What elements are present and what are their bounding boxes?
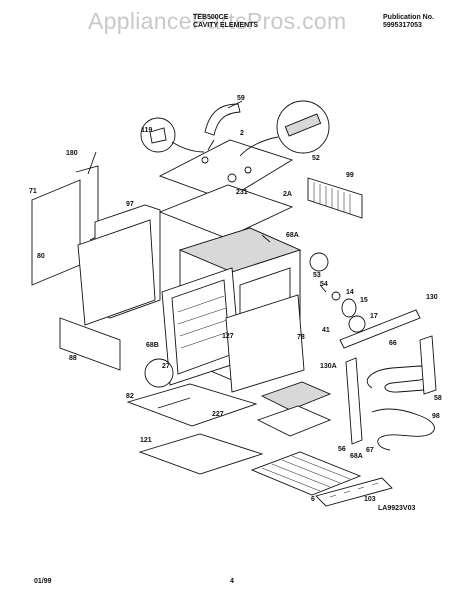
callout-180: 180	[66, 150, 78, 157]
callout-53: 53	[313, 272, 321, 279]
broil-element	[366, 365, 430, 393]
rail-130	[339, 309, 421, 349]
insulation-side	[77, 219, 156, 326]
footer-date: 01/99	[34, 578, 52, 585]
side-panel-left	[31, 179, 81, 286]
top-panel	[158, 139, 294, 201]
callout-17: 17	[370, 313, 378, 320]
sensor-17	[348, 315, 366, 333]
bottom-trim-88	[59, 317, 121, 371]
callout-6: 6	[311, 496, 315, 503]
callout-130a: 130A	[320, 363, 337, 370]
insulation-pad	[158, 184, 294, 239]
page-number: 4	[230, 578, 234, 585]
callout-2: 2	[240, 130, 244, 137]
side-panel-68	[419, 335, 437, 395]
bake-element	[371, 408, 435, 451]
callout-97: 97	[126, 201, 134, 208]
callout-59: 59	[237, 95, 245, 102]
broiler-insert	[260, 381, 332, 411]
publication-number: 5995317053	[383, 22, 422, 29]
model-number: TEB500CE	[193, 14, 229, 21]
callout-56: 56	[338, 446, 346, 453]
callout-68b: 68B	[146, 342, 159, 349]
bottom-panel-121	[138, 433, 264, 475]
oven-bottom-82	[126, 383, 258, 427]
callout-231: 231	[236, 189, 248, 196]
door-panel	[225, 294, 305, 393]
oven-rack	[250, 451, 362, 496]
callout-68a-bottom: 68A	[350, 453, 363, 460]
side-rail-56	[345, 357, 363, 445]
callout-99: 99	[346, 172, 354, 179]
sensor-15	[341, 298, 357, 318]
callout-119: 119	[141, 127, 152, 134]
drawing-code: LA9923V03	[378, 505, 416, 512]
detail-circle-left	[140, 117, 176, 153]
callout-67: 67	[366, 447, 374, 454]
callout-130: 130	[426, 294, 438, 301]
vent-duct	[204, 103, 241, 136]
callout-88: 88	[69, 355, 77, 362]
callout-227: 227	[212, 411, 224, 418]
callout-71: 71	[29, 188, 37, 195]
vent-grille-103	[315, 477, 393, 507]
callout-78: 78	[297, 334, 305, 341]
callout-98: 98	[432, 413, 440, 420]
callout-58: 58	[434, 395, 442, 402]
sensor-14	[331, 291, 341, 301]
callout-66: 66	[389, 340, 397, 347]
callout-82: 82	[126, 393, 134, 400]
callout-52: 52	[312, 155, 320, 162]
broiler-pan	[256, 405, 332, 437]
oven-light	[309, 252, 329, 272]
callout-121: 121	[140, 437, 152, 444]
publication-label: Publication No.	[383, 14, 434, 21]
callout-80: 80	[37, 253, 45, 260]
detail-circle-27	[144, 358, 174, 388]
callout-68a-top: 68A	[286, 232, 299, 239]
watermark: AppliancePartsPros.com	[88, 8, 347, 34]
callout-103: 103	[364, 496, 376, 503]
callout-27: 27	[162, 363, 170, 370]
callout-14: 14	[346, 289, 354, 296]
vent-panel-99	[307, 177, 363, 219]
callout-2a: 2A	[283, 191, 292, 198]
callout-54: 54	[320, 281, 328, 288]
section-title: CAVITY ELEMENTS	[193, 22, 259, 29]
callout-15: 15	[360, 297, 368, 304]
callout-127: 127	[222, 333, 234, 340]
callout-41: 41	[322, 327, 330, 334]
bracket-180	[75, 165, 99, 241]
